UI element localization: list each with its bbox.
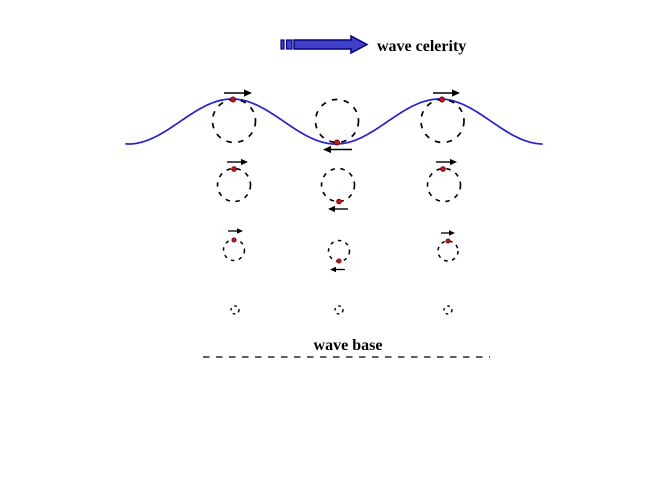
particle-dot: [438, 96, 445, 103]
orbital-circle: [327, 239, 351, 263]
particle-motion-arrow-head: [449, 230, 455, 236]
orbital-circle: [320, 167, 356, 203]
particle-motion-arrow-head: [323, 145, 331, 154]
particle-dot: [445, 238, 451, 244]
orbital-circle: [222, 238, 246, 262]
wave-celerity-arrow-bar: [285, 39, 293, 50]
particle-motion-arrow-head: [241, 158, 248, 166]
orbital-circle: [211, 98, 257, 144]
wave-celerity-label: wave celerity: [377, 38, 467, 55]
particle-dot: [231, 237, 237, 243]
particle-motion-arrow-head: [450, 158, 457, 166]
orbital-circle: [314, 98, 360, 144]
wave-celerity-arrow-bar: [280, 39, 285, 50]
orbital-circle: [426, 167, 462, 203]
particle-motion-arrow-head: [237, 228, 243, 234]
particle-dot: [231, 166, 237, 172]
particle-dot: [336, 198, 342, 205]
particle-motion-arrow-head: [244, 89, 252, 97]
orbital-circle: [216, 167, 252, 203]
wave-surface-curve: [125, 98, 543, 145]
orbital-circle: [230, 305, 240, 315]
particle-motion-arrow-head: [328, 205, 335, 213]
particle-dot: [229, 96, 236, 103]
particle-dot: [336, 258, 342, 264]
particle-dot: [333, 139, 340, 146]
wave-celerity-arrow: [293, 34, 369, 55]
orbital-circle: [420, 98, 465, 144]
orbital-circle: [437, 240, 459, 262]
orbital-circle: [334, 305, 344, 315]
particle-motion-arrow-head: [452, 89, 460, 97]
particle-motion-arrow-head: [330, 266, 336, 273]
particle-dot: [440, 166, 446, 172]
orbital-circle: [443, 305, 453, 315]
wave-base-label: wave base: [313, 337, 383, 354]
